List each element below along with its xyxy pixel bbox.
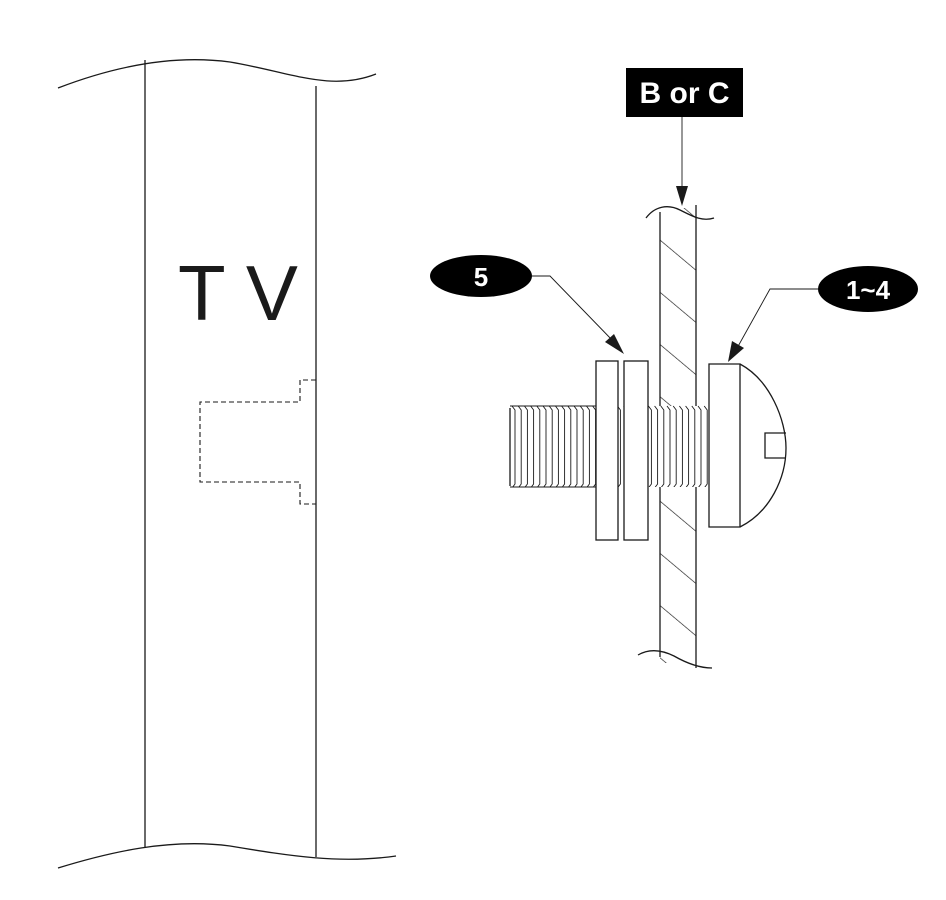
- thread-ridge: [654, 405, 659, 487]
- screw-shank-outline: [509, 405, 596, 488]
- thread-ridge: [530, 405, 535, 487]
- thread-ridge: [555, 405, 559, 487]
- washer-inner: [623, 360, 649, 541]
- thread-ridge: [517, 405, 522, 487]
- callout-screws-label: 1~4: [846, 275, 891, 305]
- thread-ridge: [685, 405, 690, 487]
- thread-ridge: [561, 405, 566, 487]
- callout-panel-box: [626, 68, 743, 117]
- thread-ridge: [511, 405, 516, 487]
- washer-outer: [595, 360, 619, 541]
- thread-ridge: [573, 405, 578, 487]
- thread-ridge: [672, 405, 677, 487]
- tv-bottom-break-line: [57, 843, 397, 869]
- plate-bottom-break-line: [637, 649, 713, 669]
- thread-ridge: [579, 405, 584, 487]
- tv-label: T V: [178, 249, 298, 337]
- thread-ridge: [548, 405, 553, 487]
- thread-ridge: [567, 405, 572, 487]
- hidden-mount-boss: [199, 379, 316, 505]
- thread-ridge: [524, 405, 528, 487]
- thread-ridge: [660, 405, 665, 487]
- tv-top-break-line: [57, 59, 377, 89]
- thread-ridge: [648, 405, 652, 487]
- callout-panel: B or C: [626, 68, 743, 206]
- callout-screws-badge: [818, 266, 918, 312]
- thread-ridge: [691, 405, 696, 487]
- thread-ridge: [666, 405, 671, 487]
- screw-slot: [764, 432, 786, 459]
- callout-washers-badge: [430, 255, 532, 297]
- thread-ridge: [536, 405, 541, 487]
- thread-ridge: [703, 405, 708, 487]
- thread-ridge: [586, 405, 590, 487]
- screw-head: [708, 363, 787, 528]
- thread-ridge: [542, 405, 547, 487]
- callout-washers: 5: [430, 255, 624, 354]
- callout-panel-label: B or C: [640, 77, 730, 110]
- callout-screws: 1~4: [728, 266, 918, 362]
- tv-panel: T V: [57, 59, 397, 869]
- callout-washers-label: 5: [474, 262, 488, 292]
- thread-ridge: [679, 405, 683, 487]
- plate-top-break-line: [645, 206, 715, 220]
- thread-ridge: [617, 405, 621, 487]
- thread-ridge: [697, 405, 702, 487]
